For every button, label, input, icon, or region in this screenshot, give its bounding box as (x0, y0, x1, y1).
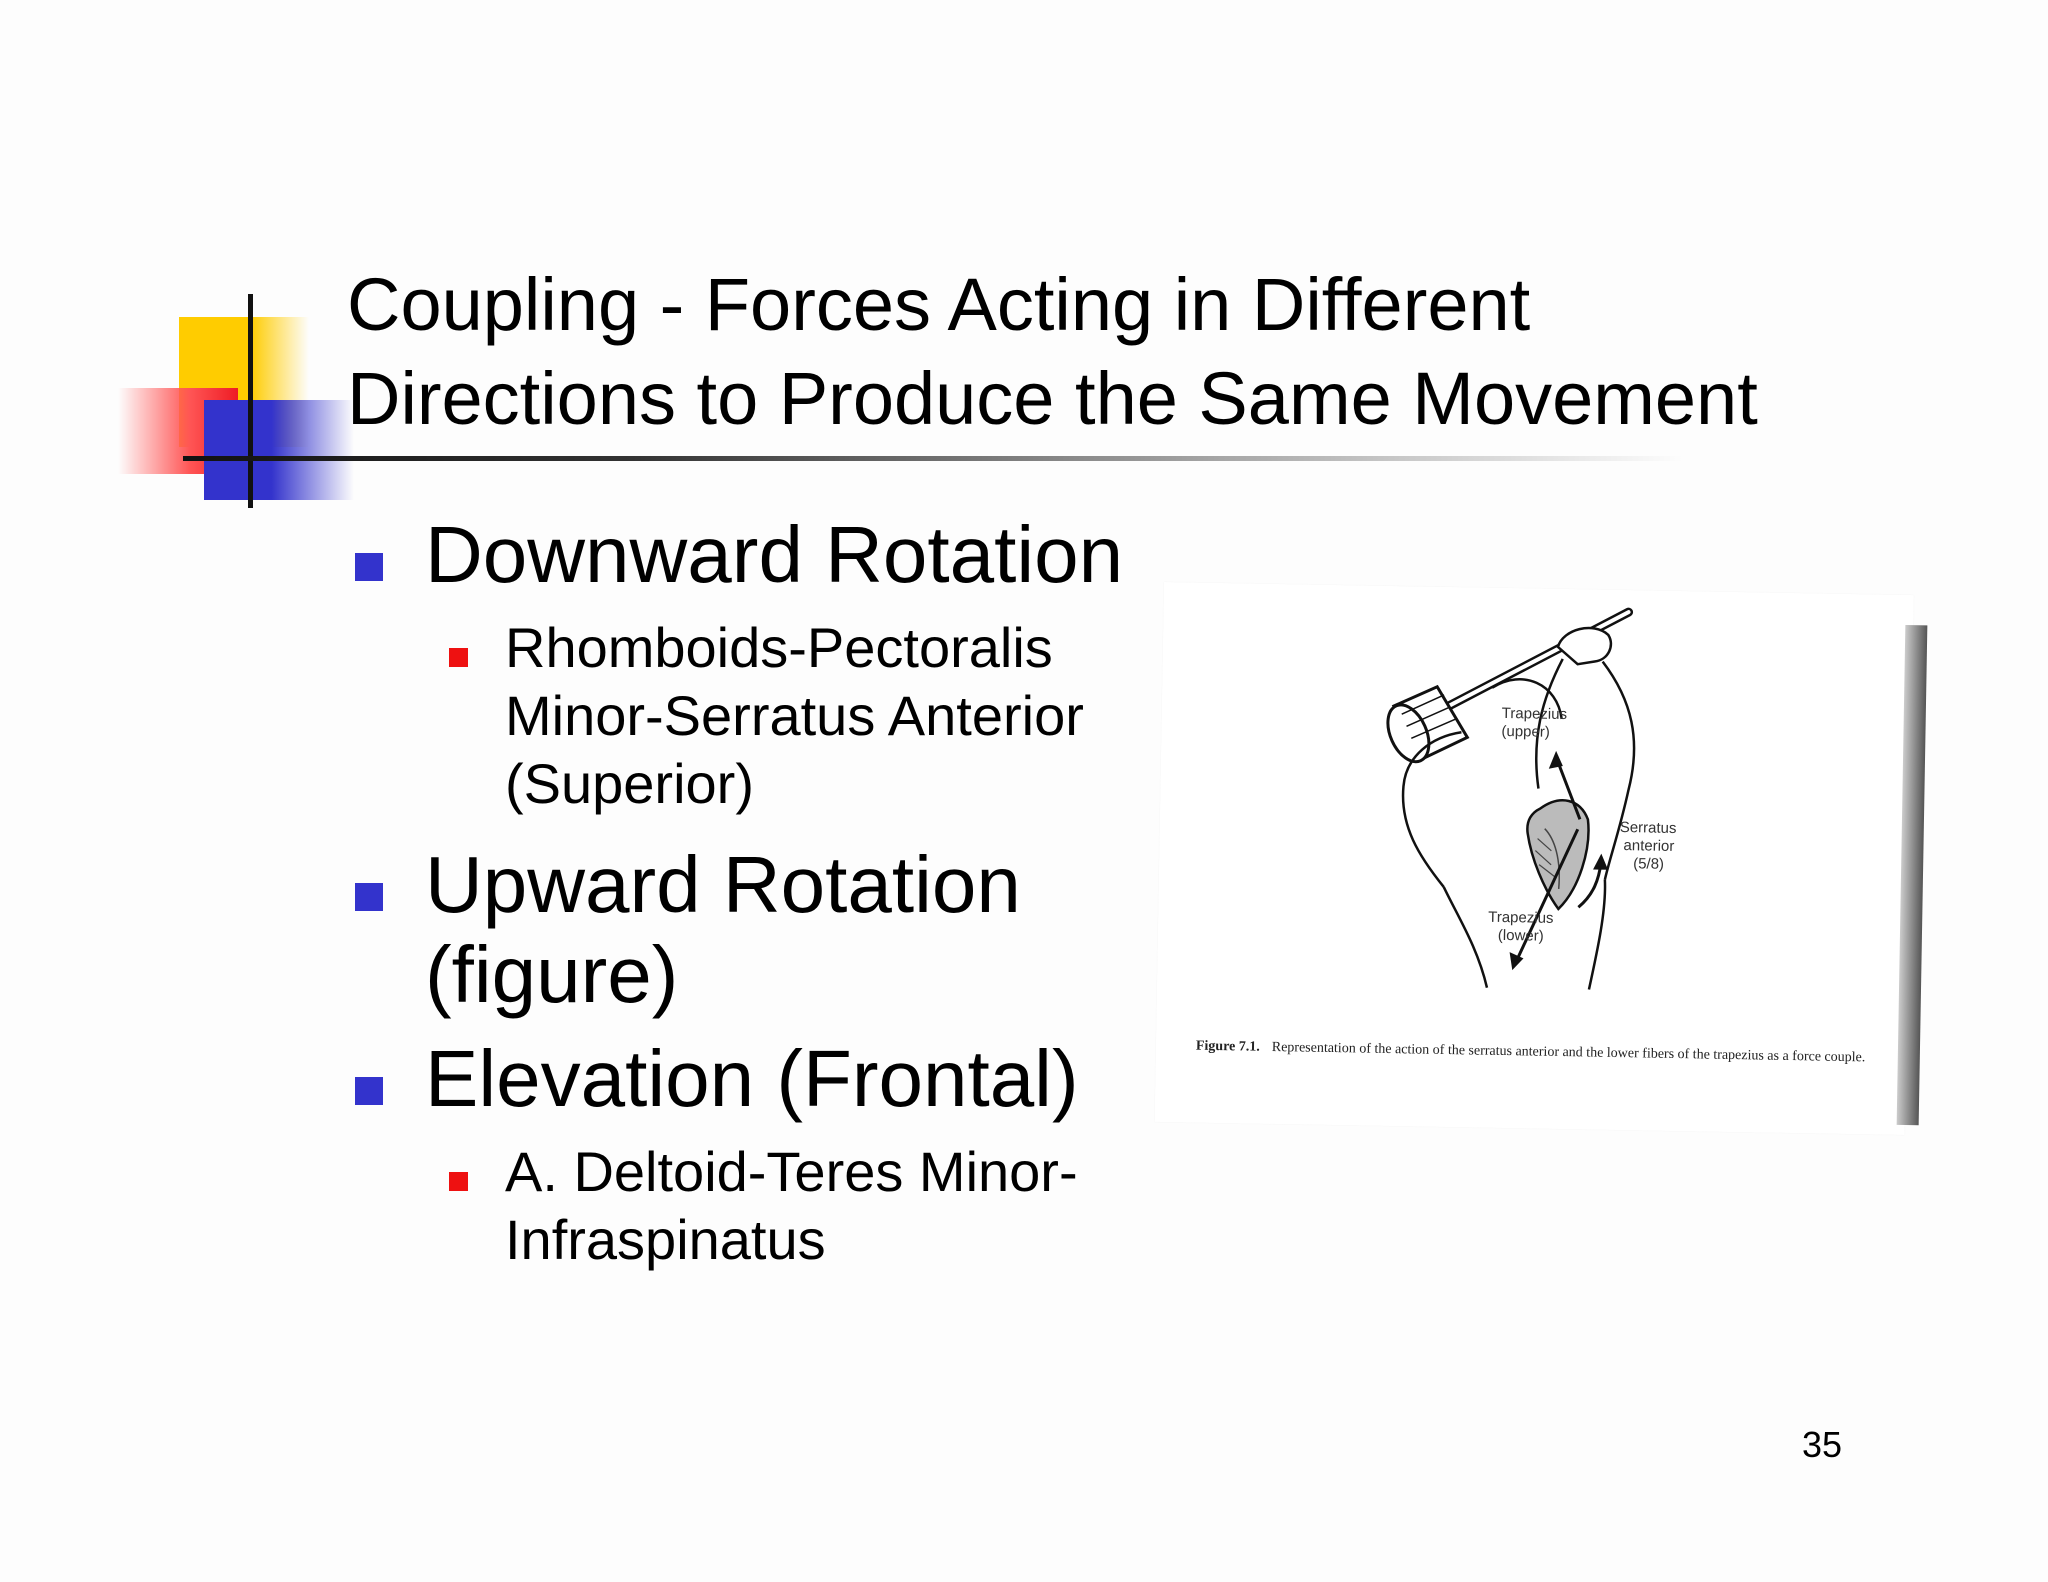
slide-title: Coupling - Forces Acting in Different Di… (347, 258, 1867, 446)
bullet-item: Downward Rotation (355, 510, 1175, 600)
bullet-text: Upward Rotation (figure) (425, 840, 1021, 1019)
square-bullet-icon (449, 648, 468, 667)
label-serratus-1: Serratus (1620, 819, 1677, 837)
title-underline (183, 456, 1683, 461)
sub-bullet-item: Rhomboids-Pectoralis Minor-Serratus Ante… (355, 614, 1175, 818)
decor-blue-square (204, 400, 354, 500)
square-bullet-icon (449, 1172, 468, 1191)
label-trapezius-lower-2: (lower) (1498, 927, 1544, 945)
caption-head: Figure 7.1. (1195, 1038, 1260, 1055)
square-bullet-icon (355, 553, 383, 581)
shoulder-illustration: Trapezius (upper) Serratus anterior (5/8… (1386, 607, 1677, 990)
label-trapezius-upper-2: (upper) (1501, 723, 1550, 741)
decor-vertical-line (248, 294, 253, 508)
figure-image: Trapezius (upper) Serratus anterior (5/8… (1154, 582, 1914, 1136)
bullet-text: Downward Rotation (425, 510, 1124, 599)
arrow-serratus (1577, 853, 1609, 909)
hammer-illustration (1386, 607, 1634, 764)
square-bullet-icon (355, 883, 383, 911)
title-line-1: Coupling - Forces Acting in Different (347, 263, 1531, 346)
arrow-lower-trapezius (1509, 828, 1580, 971)
label-trapezius-upper-1: Trapezius (1502, 705, 1568, 723)
caption-text: Representation of the action of the serr… (1271, 1039, 1866, 1066)
sub-bullet-text: Rhomboids-Pectoralis Minor-Serratus Ante… (505, 616, 1084, 815)
bullet-list: Downward Rotation Rhomboids-Pectoralis M… (355, 510, 1175, 1296)
label-serratus-2: anterior (1623, 837, 1674, 855)
bullet-text: Elevation (Frontal) (425, 1034, 1079, 1123)
square-bullet-icon (355, 1077, 383, 1105)
label-serratus-3: (5/8) (1633, 855, 1664, 873)
page-number: 35 (1802, 1424, 1843, 1465)
sub-bullet-text: A. Deltoid-Teres Minor-Infraspinatus (505, 1140, 1078, 1271)
sub-bullet-item: A. Deltoid-Teres Minor-Infraspinatus (355, 1138, 1175, 1274)
bullet-item: Elevation (Frontal) (355, 1034, 1175, 1124)
arrow-upper-trapezius (1548, 750, 1582, 820)
bullet-item: Upward Rotation (figure) (355, 840, 1175, 1020)
title-line-2: Directions to Produce the Same Movement (347, 357, 1758, 440)
label-trapezius-lower-1: Trapezius (1488, 909, 1554, 927)
